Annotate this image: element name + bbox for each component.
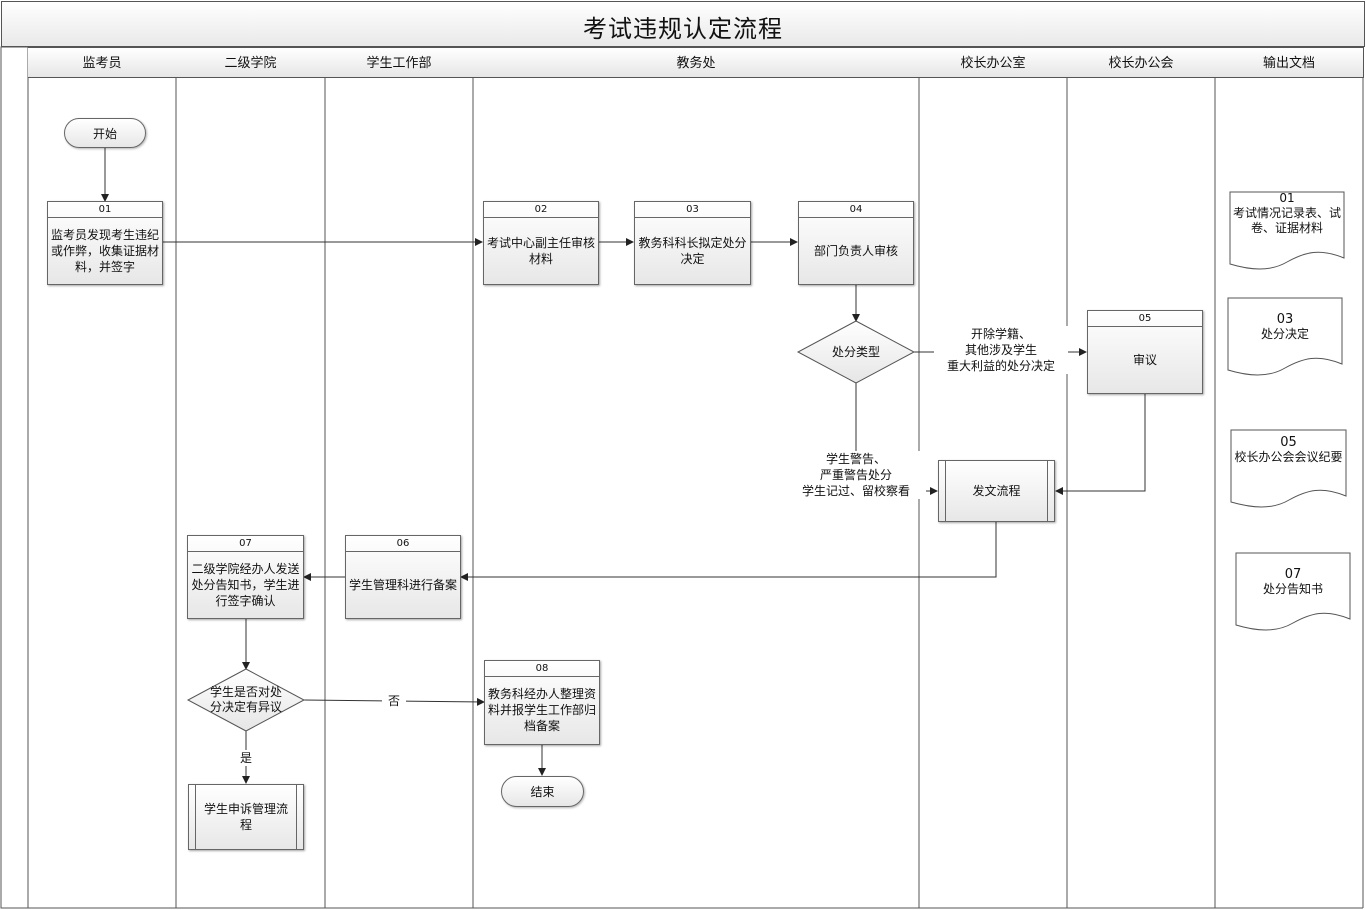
edge-label-expel: 开除学籍、 其他涉及学生 重大利益的处分决定 xyxy=(934,326,1068,374)
doc-number: 01 xyxy=(1279,191,1295,205)
lane-header-academic-affairs: 教务处 xyxy=(473,47,920,78)
step-08-box: 08 教务科经办人整理资料并报学生工作部归档备案 xyxy=(484,660,600,745)
edge-label-yes: 是 xyxy=(236,750,256,766)
step-text: 监考员发现考生违纪或作弊，收集证据材料，并签字 xyxy=(51,227,160,274)
subprocess-appeal: 学生申诉管理流程 xyxy=(188,784,304,850)
step-number: 01 xyxy=(48,202,162,218)
lane-header-output-docs: 输出文档 xyxy=(1215,47,1364,78)
doc-03: 03 处分决定 xyxy=(1230,312,1340,342)
edge-label-warning: 学生警告、 严重警告处分 学生记过、留校察看 xyxy=(786,451,926,499)
doc-05: 05 校长办公会会议纪要 xyxy=(1233,435,1344,465)
lane-header-invigilator: 监考员 xyxy=(28,47,177,78)
step-text: 学生管理科进行备案 xyxy=(349,577,458,592)
lane-dividers xyxy=(1,47,1364,909)
start-terminal: 开始 xyxy=(64,118,146,148)
lane-header-president-office: 校长办公室 xyxy=(919,47,1068,78)
step-05-box: 05 审议 xyxy=(1087,310,1203,394)
step-text: 二级学院经办人发送处分告知书，学生进行签字确认 xyxy=(191,561,300,608)
doc-title: 处分告知书 xyxy=(1262,582,1323,596)
lane-header-student-affairs: 学生工作部 xyxy=(325,47,474,78)
step-number: 03 xyxy=(635,202,750,218)
lane-header-president-meeting: 校长办公会 xyxy=(1067,47,1216,78)
connectors xyxy=(101,148,1146,784)
doc-number: 07 xyxy=(1284,567,1302,582)
decision-objection-label: 学生是否对处分决定有异议 xyxy=(209,685,282,714)
title-bar: 考试违规认定流程 xyxy=(1,1,1365,47)
step-number: 08 xyxy=(485,661,599,677)
decision-objection-diamond xyxy=(186,668,306,732)
step-text: 教务科经办人整理资料并报学生工作部归档备案 xyxy=(488,687,597,733)
doc-shape-07 xyxy=(1235,552,1351,631)
output-documents xyxy=(1227,191,1351,631)
step-text: 审议 xyxy=(1132,352,1157,367)
step-text: 考试中心副主任审核材料 xyxy=(487,235,596,266)
step-03-box: 03 教务科科长拟定处分决定 xyxy=(634,201,751,285)
doc-title: 考试情况记录表、试卷、证据材料 xyxy=(1232,206,1341,235)
subprocess-dispatch: 发文流程 xyxy=(938,460,1055,522)
doc-07: 07 处分告知书 xyxy=(1238,567,1348,597)
step-02-box: 02 考试中心副主任审核材料 xyxy=(483,201,599,285)
doc-01: 01 考试情况记录表、试卷、证据材料 xyxy=(1232,191,1342,236)
step-number: 02 xyxy=(484,202,598,218)
edge-label-no: 否 xyxy=(382,693,406,709)
doc-title: 处分决定 xyxy=(1260,327,1309,341)
lane-header-college: 二级学院 xyxy=(176,47,326,78)
doc-title: 校长办公会会议纪要 xyxy=(1234,450,1343,464)
decision-type-label: 处分类型 xyxy=(831,344,880,359)
step-01-box: 01 监考员发现考生违纪或作弊，收集证据材料，并签字 xyxy=(47,201,163,285)
doc-shape-05 xyxy=(1230,429,1347,508)
step-number: 06 xyxy=(346,536,460,552)
page-title: 考试违规认定流程 xyxy=(583,15,783,43)
doc-shape-03 xyxy=(1227,297,1343,376)
end-terminal: 结束 xyxy=(501,776,584,807)
step-07-box: 07 二级学院经办人发送处分告知书，学生进行签字确认 xyxy=(187,535,304,619)
step-number: 05 xyxy=(1088,311,1202,327)
doc-shape-01 xyxy=(1229,191,1345,270)
doc-number: 03 xyxy=(1276,312,1294,327)
decision-type-diamond xyxy=(796,320,916,384)
step-number: 07 xyxy=(188,536,303,552)
lane-margin xyxy=(0,46,29,909)
step-text: 部门负责人审核 xyxy=(813,243,898,258)
doc-number: 05 xyxy=(1280,435,1297,450)
step-06-box: 06 学生管理科进行备案 xyxy=(345,535,461,619)
step-text: 教务科科长拟定处分决定 xyxy=(638,235,747,266)
step-number: 04 xyxy=(799,202,913,218)
step-04-box: 04 部门负责人审核 xyxy=(798,201,914,285)
